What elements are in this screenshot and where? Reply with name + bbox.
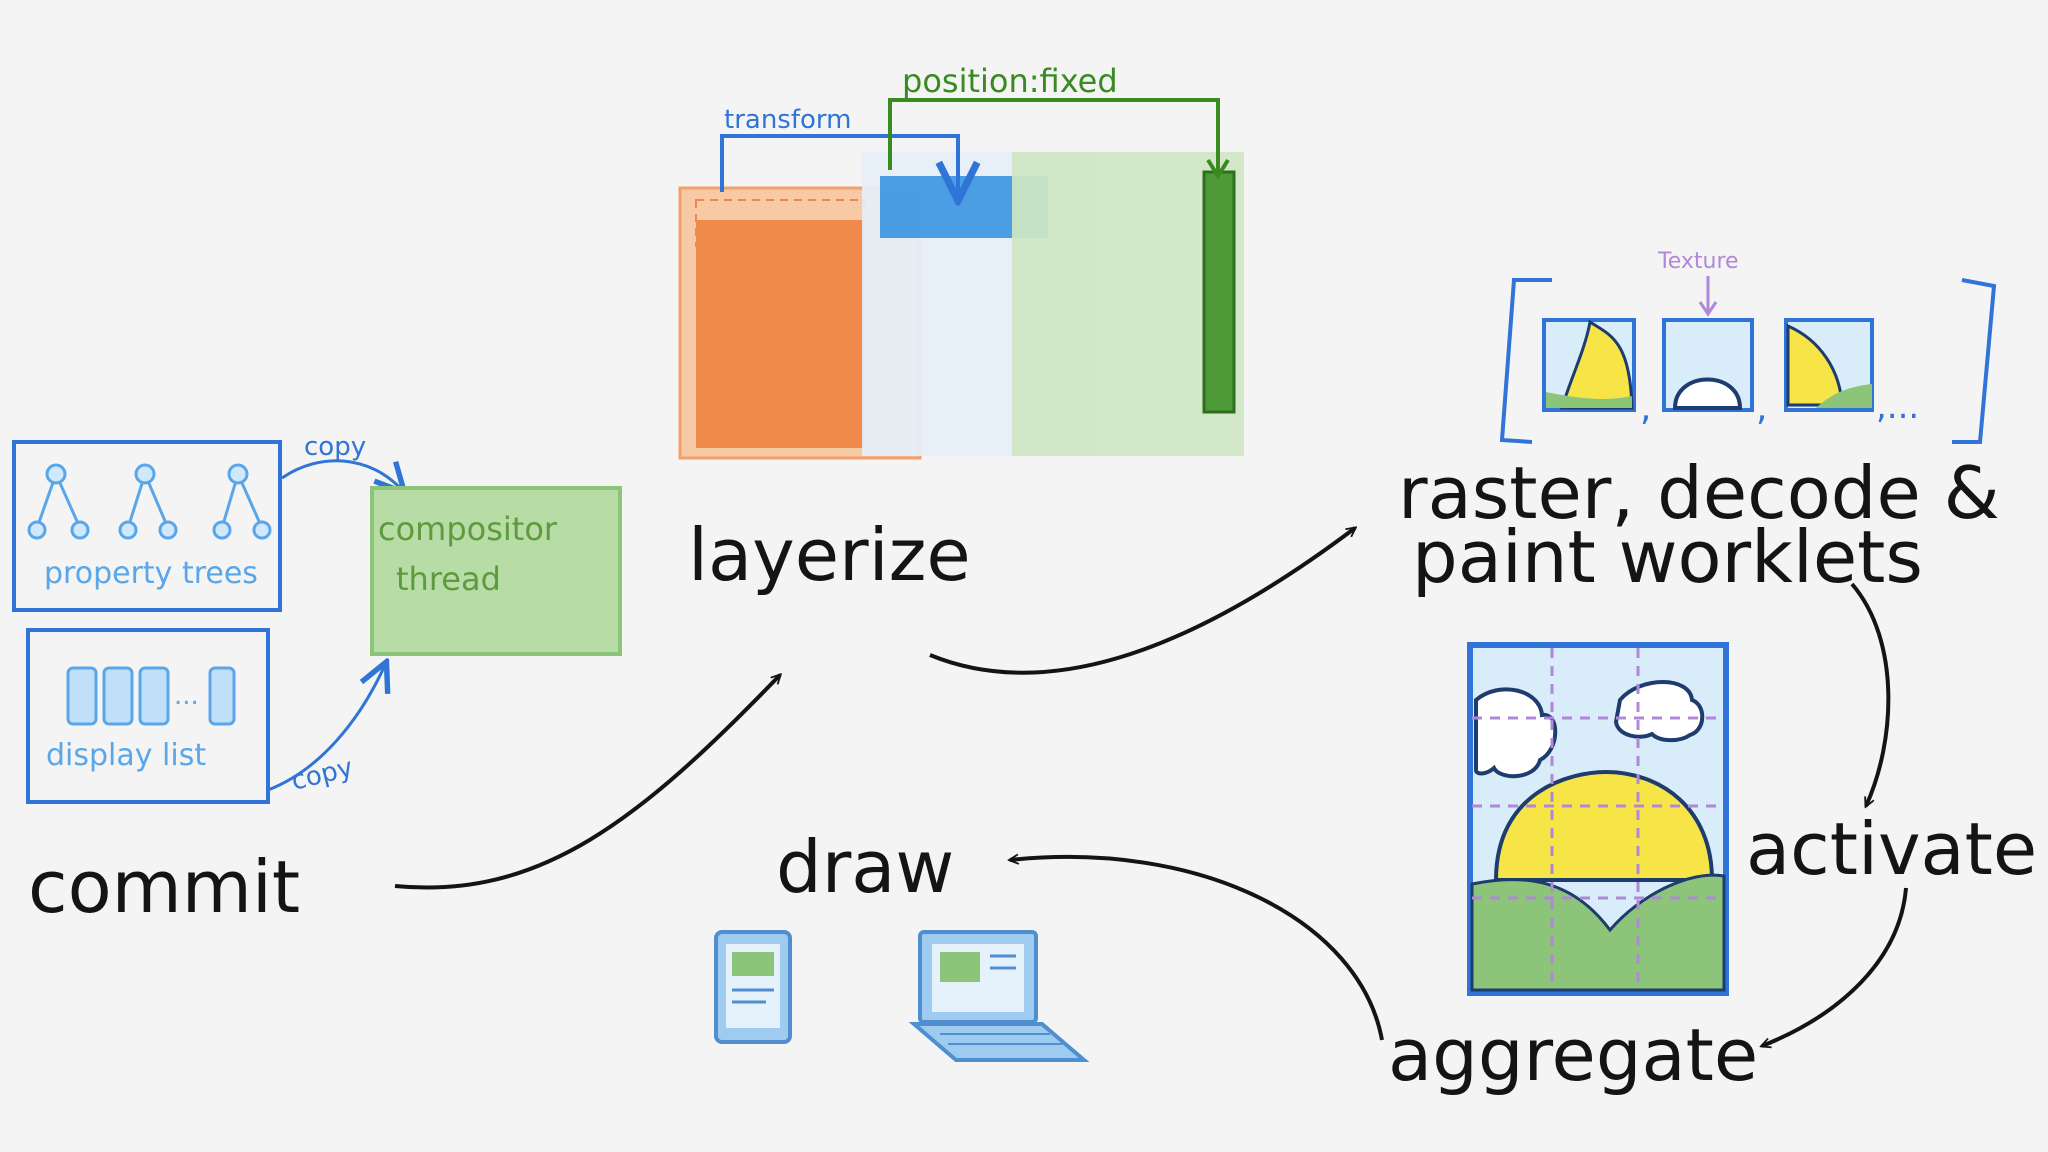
aggregate-to-draw-arrow [1010,857,1384,1041]
display-list-label: display list [46,738,206,773]
display-list-box: ... display list [26,628,270,804]
compositor-label-line2: thread [396,560,501,598]
layerize-label: layerize [688,513,971,597]
position-fixed-label: position:fixed [902,62,1118,100]
tree-icon [27,463,272,540]
tile-separator-2: , [1756,388,1767,429]
activate-to-aggregate-arrow [1762,887,1908,1046]
display-item-icons [66,666,236,726]
raster-to-activate-arrow [1850,582,1891,806]
layers-illustration [678,98,1244,460]
texture-label: Texture [1657,249,1739,274]
layerize-to-raster-arrow [929,528,1355,675]
aggregate-label: aggregate [1388,1013,1758,1097]
laptop-icon [908,930,1090,1062]
copy-arrow-top [281,459,402,490]
transform-label: transform [724,105,851,135]
tile-3 [1784,318,1874,412]
tile-separator-1: , [1640,388,1651,429]
copy-label-top: copy [304,432,366,462]
property-trees-label: property trees [44,556,258,591]
copy-label-bottom: copy [288,753,356,797]
tile-1 [1542,318,1636,412]
compositor-label-line1: compositor [378,510,558,548]
activate-label: activate [1746,807,2037,891]
tablet-icon [714,930,792,1044]
commit-to-layerize-arrow [394,675,780,890]
display-list-ellipsis: ... [174,681,199,711]
copy-arrow-bottom [267,665,385,792]
tiles-ellipsis: ,... [1876,387,1919,427]
draw-label: draw [776,825,954,909]
raster-label-line2: paint worklets [1412,515,1923,599]
commit-label: commit [28,845,300,929]
raster-label-line1: raster, decode & [1398,451,2000,535]
tile-2 [1662,318,1754,412]
tiles-bracket [1499,278,1997,444]
compositor-thread-box: compositor thread [370,486,622,656]
frame-illustration [1467,642,1729,996]
property-trees-box: property trees [12,440,282,612]
